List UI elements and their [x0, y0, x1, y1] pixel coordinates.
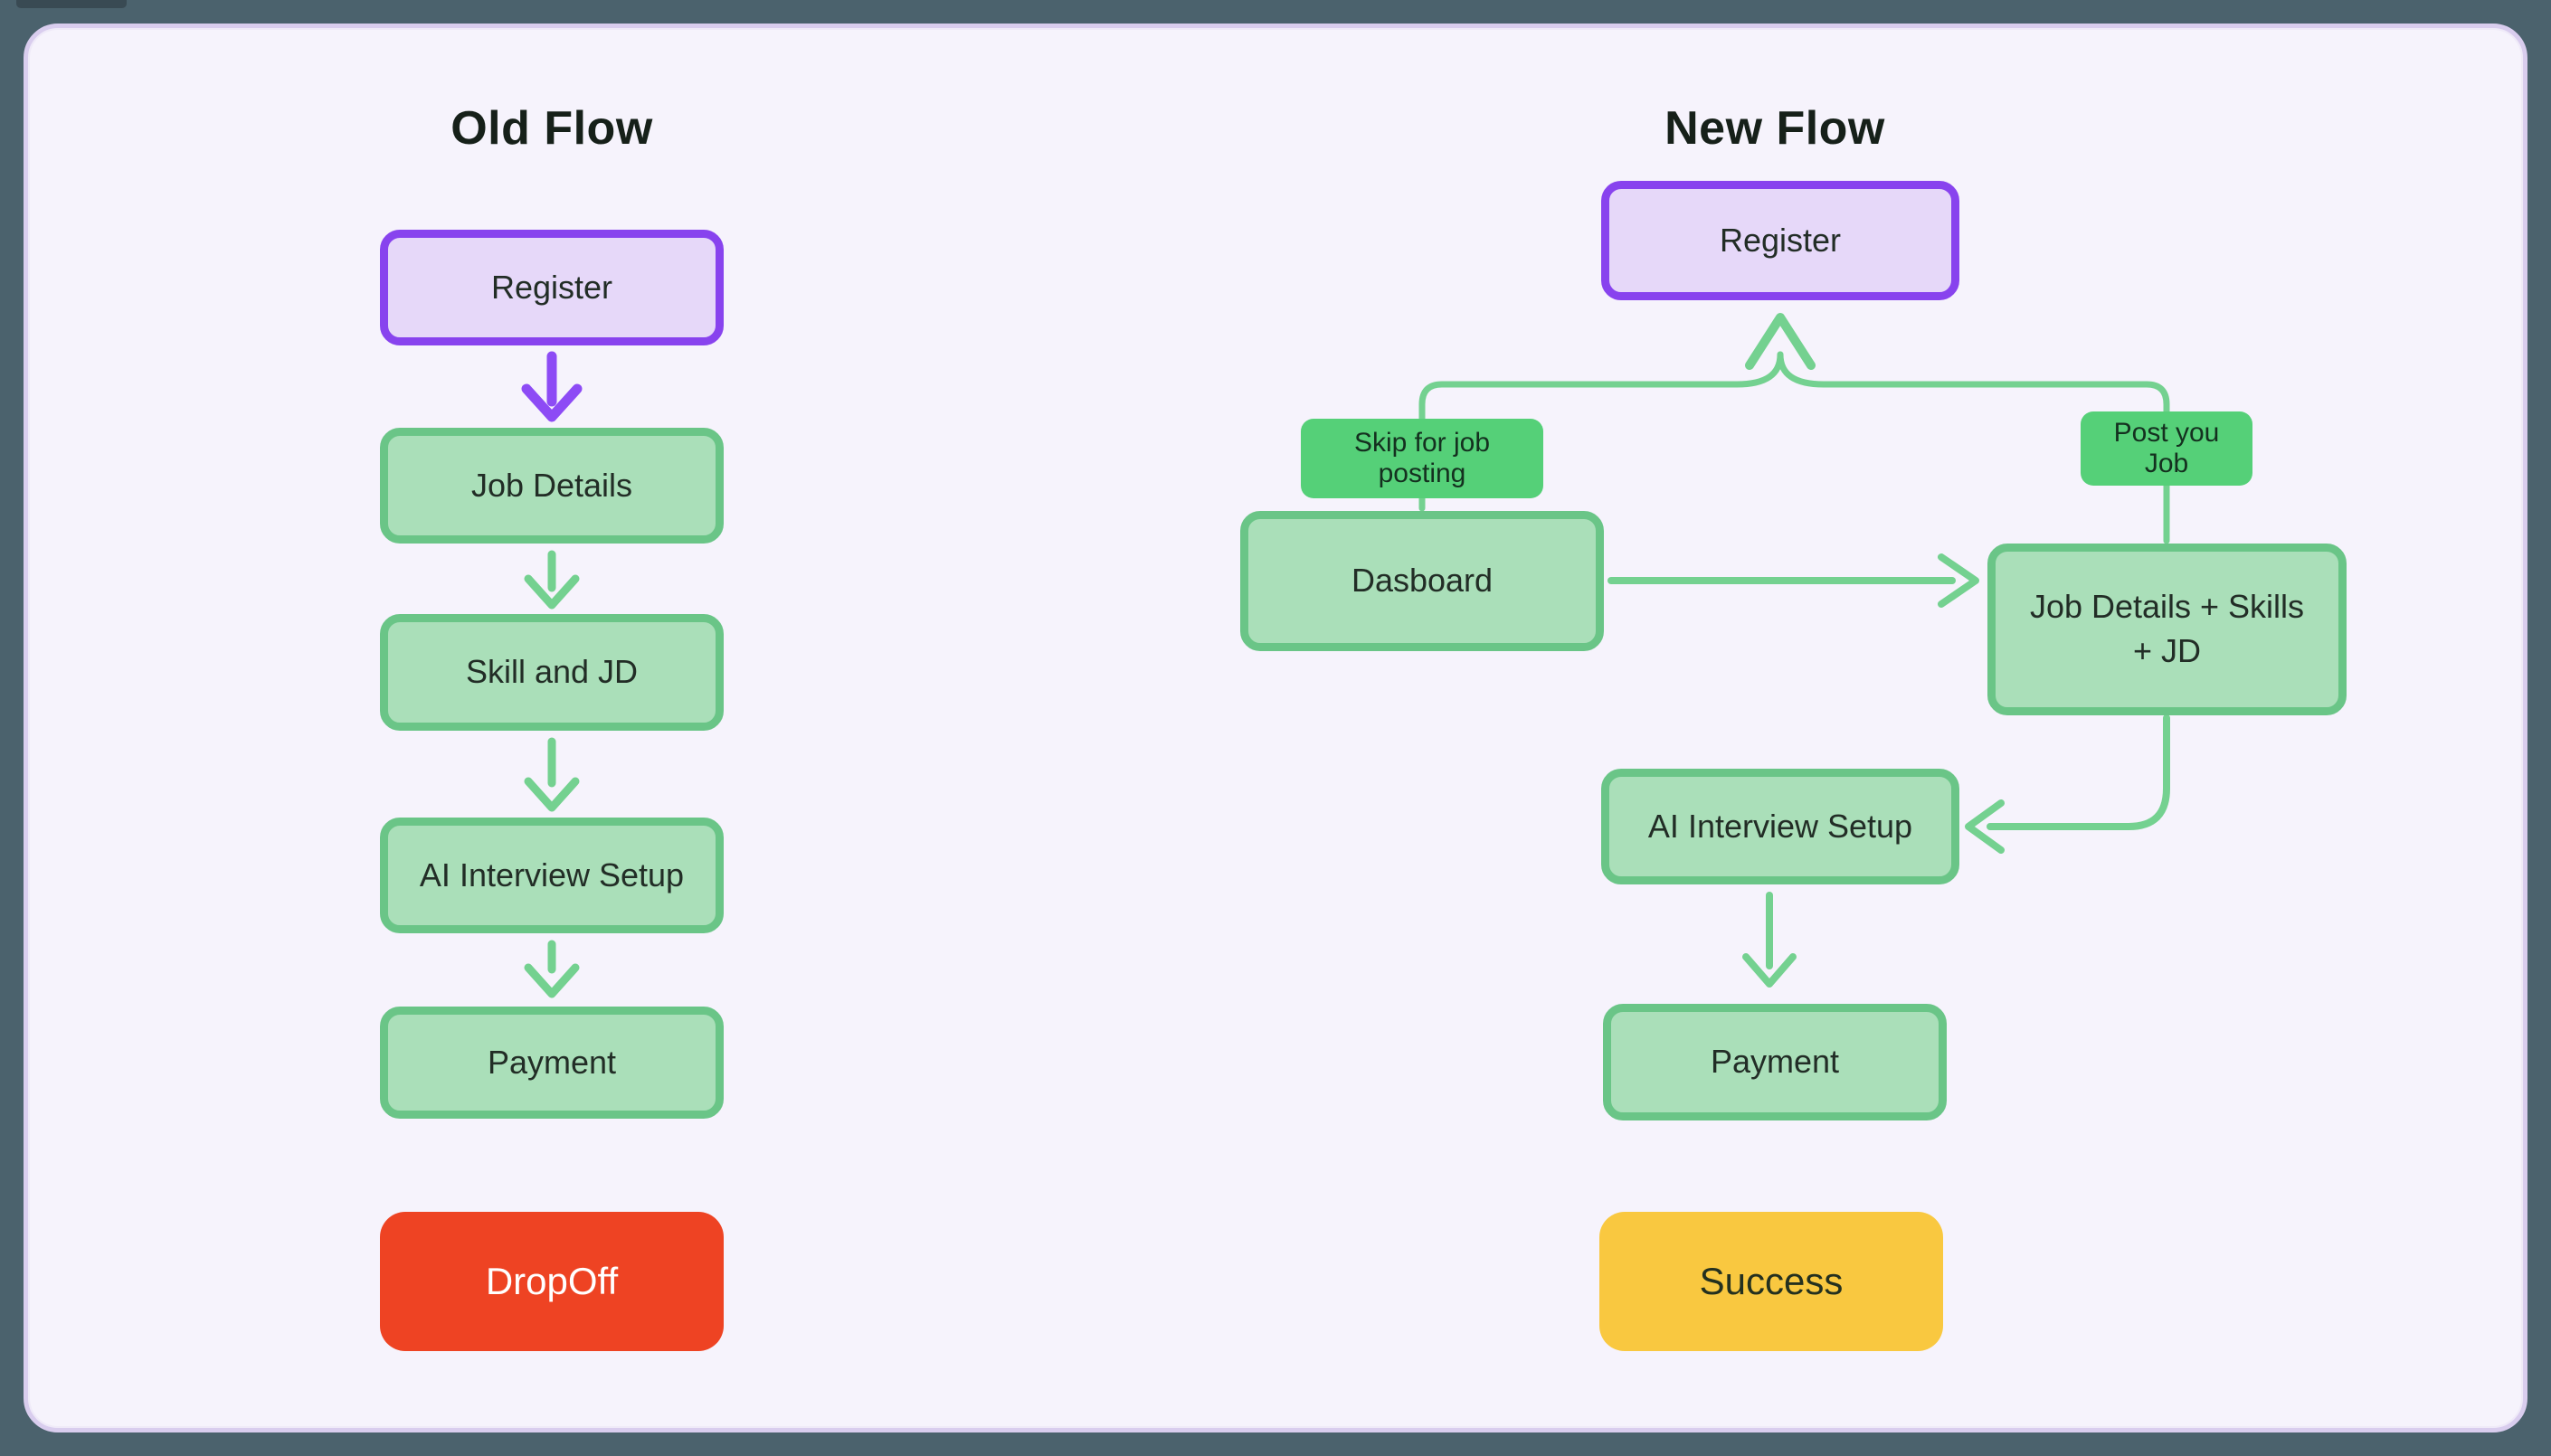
arrow-jobdetails-to-ai: [1965, 714, 2170, 854]
node-new-register: Register: [1601, 181, 1959, 300]
node-old-payment: Payment: [380, 1007, 724, 1119]
node-new-ai-interview-setup: AI Interview Setup: [1601, 769, 1959, 884]
node-dropoff: DropOff: [380, 1212, 724, 1351]
badge-post-you-job: Post you Job: [2081, 411, 2252, 486]
window-top-strip: [16, 0, 127, 8]
connector-dashboard-to-register: [1418, 351, 1784, 512]
arrow-dashboard-to-jobdetails: [1607, 553, 1979, 608]
new-flow-title: New Flow: [1664, 102, 1885, 155]
arrowhead-merge-into-register: [1745, 313, 1816, 370]
node-old-skill-and-jd: Skill and JD: [380, 614, 724, 731]
arrow-old-ai-to-payment: [524, 940, 580, 998]
badge-skip-for-job-posting: Skip for job posting: [1301, 419, 1543, 498]
connector-jobdetails-to-register: [1777, 351, 2170, 544]
arrow-new-ai-to-payment: [1742, 892, 1797, 988]
arrow-old-register-to-jobdetails: [521, 351, 583, 422]
node-job-details-skills-jd: Job Details + Skills + JD: [1987, 544, 2347, 715]
arrow-old-skill-to-ai: [524, 737, 580, 812]
node-dashboard: Dasboard: [1240, 511, 1604, 651]
node-old-ai-interview-setup: AI Interview Setup: [380, 818, 724, 933]
node-success: Success: [1599, 1212, 1943, 1351]
old-flow-title: Old Flow: [450, 102, 653, 155]
node-old-job-details: Job Details: [380, 428, 724, 544]
node-old-register: Register: [380, 230, 724, 345]
node-new-payment: Payment: [1603, 1004, 1947, 1120]
arrow-old-jobdetails-to-skill: [524, 550, 580, 610]
